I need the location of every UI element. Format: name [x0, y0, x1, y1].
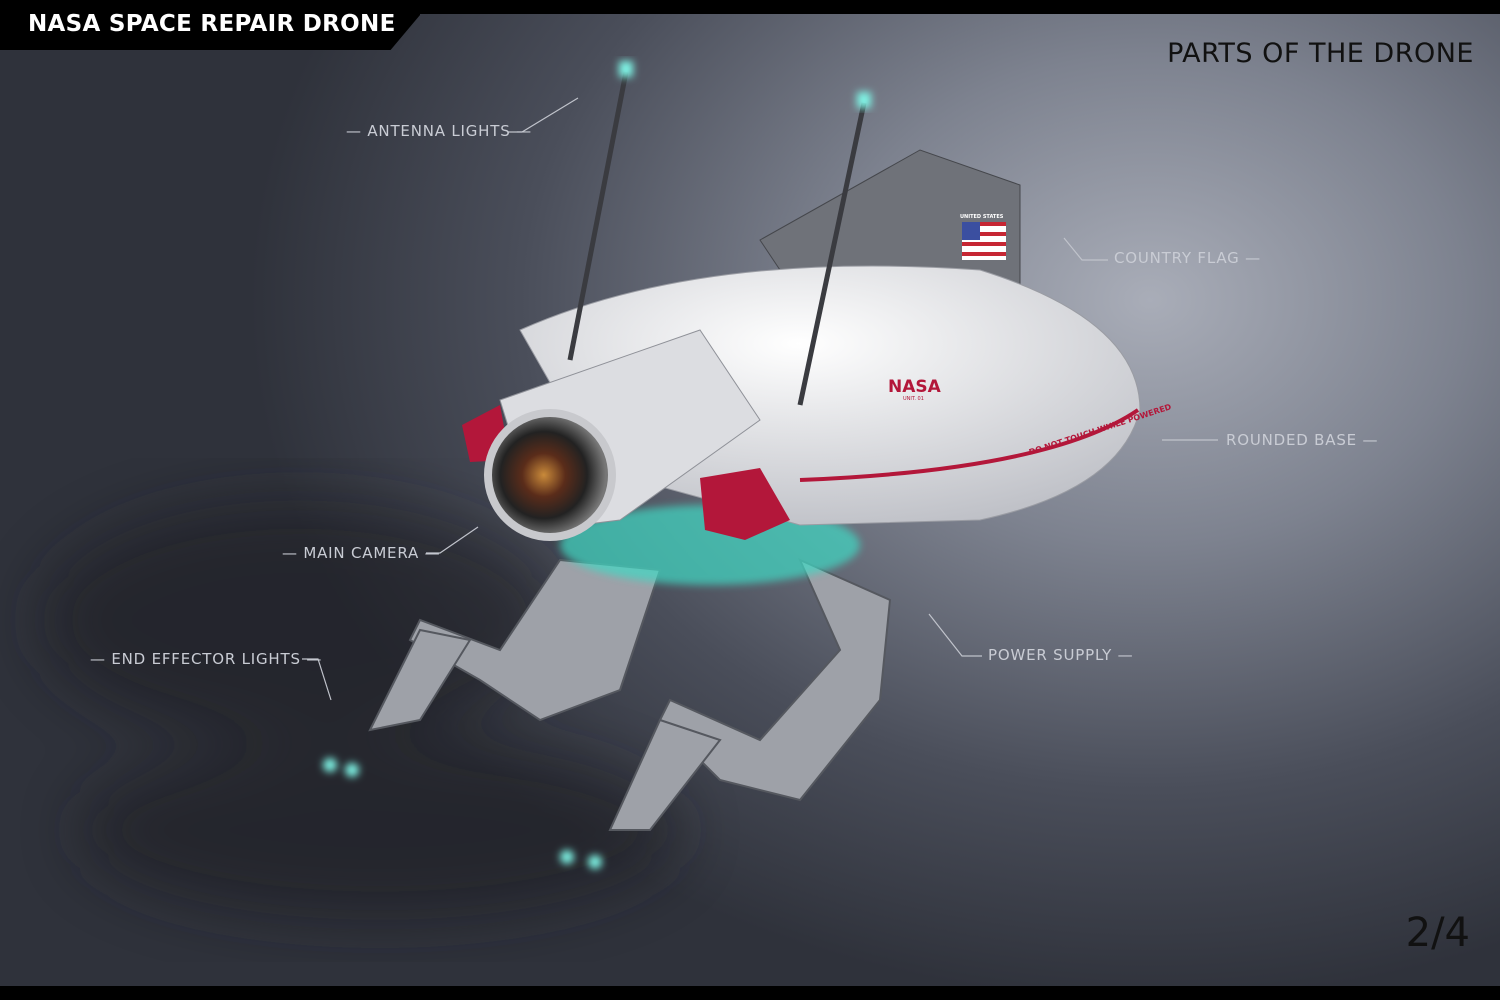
page-indicator: 2/4 [1405, 910, 1470, 956]
svg-text:UNIT. 01: UNIT. 01 [903, 396, 924, 402]
robotic-legs [368, 558, 892, 831]
base-stripe [799, 408, 1140, 482]
nasa-logo: NASA [888, 377, 942, 397]
country-flag: UNITED STATES [960, 214, 1006, 260]
svg-text:UNITED STATES: UNITED STATES [960, 214, 1004, 220]
title-tab [0, 0, 420, 50]
label-power-supply: POWER SUPPLY — [988, 646, 1134, 664]
label-country-flag: COUNTRY FLAG — [1114, 249, 1261, 267]
label-antenna-lights: — ANTENNA LIGHTS — [346, 122, 532, 140]
page-title: NASA SPACE REPAIR DRONE [28, 11, 396, 37]
power-supply [560, 505, 860, 585]
antennas [567, 71, 867, 406]
main-camera [484, 409, 616, 541]
end-effector-lights [323, 758, 602, 869]
bottom-border [0, 986, 1500, 1000]
antenna-lights [619, 61, 871, 108]
leader-lines [302, 97, 1218, 701]
label-end-effector-lights: — END EFFECTOR LIGHTS — [90, 650, 323, 668]
label-rounded-base: ROUNDED BASE — [1226, 431, 1379, 449]
section-title: PARTS OF THE DRONE [1167, 38, 1474, 69]
label-main-camera: — MAIN CAMERA — [282, 544, 441, 562]
